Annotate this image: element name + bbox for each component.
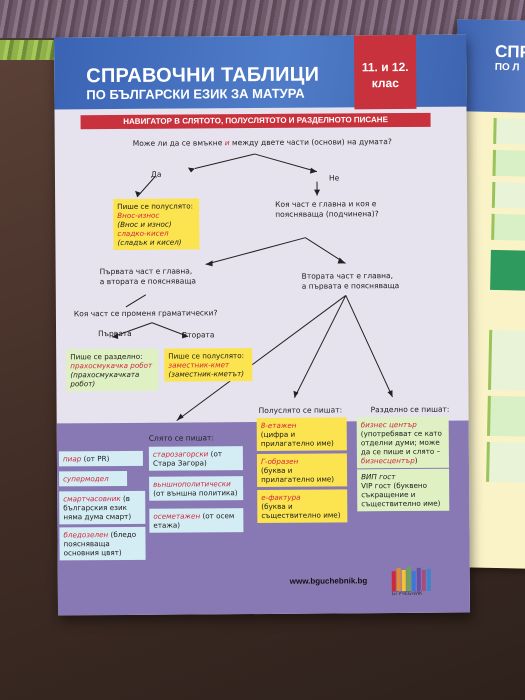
second-brochure-title2: ПО Л — [494, 61, 520, 74]
separate-item: бизнес център (употребяват се като отдел… — [356, 416, 450, 469]
second-branch-label: Втората — [182, 330, 215, 340]
publisher-logo-icon — [391, 566, 431, 592]
half-heading: Полуслято се пишат: — [258, 405, 343, 416]
arrow-no — [254, 153, 318, 173]
second-result-heading: Пише се полуслято: — [168, 351, 245, 361]
half-item-note: (буква и съществително име) — [261, 501, 341, 521]
merged-item-term: пиар — [62, 454, 82, 464]
second-brochure-strip — [490, 249, 525, 291]
arrow-second-main — [305, 237, 346, 264]
second-brochure-row — [493, 117, 525, 145]
main-question-part1: Може ли да се вмъкне — [132, 138, 225, 148]
footer-url: www.bguchebnik.bg — [289, 576, 368, 586]
merged-item: осеметажен (от осем етажа) — [149, 508, 244, 533]
merged-item: пиар (от PR) — [58, 450, 143, 467]
merged-item-note: (от PR) — [81, 454, 110, 464]
first-result-box: Пише се разделно: прахосмукачка робот (п… — [66, 348, 159, 392]
arrow-which-changes — [125, 294, 147, 308]
second-brochure-row — [487, 395, 525, 437]
which-question-line2: поясняваща (подчинена)? — [275, 209, 379, 219]
arrowhead — [205, 260, 213, 267]
arrow-separate — [345, 295, 393, 398]
arrowhead — [293, 390, 299, 398]
first-main-line1: Първата част е главна, — [99, 266, 193, 277]
yes-result-box: Пише се полуслято: Внос-износ (Внос и из… — [113, 198, 200, 251]
separate-item-note: (употребяват се като отделни думи; може … — [360, 428, 442, 457]
which-changes-question: Коя част се променя граматически? — [73, 308, 218, 319]
first-example-note2: робот) — [70, 379, 96, 389]
which-question-line1: Коя част е главна и коя е — [275, 199, 377, 209]
publisher-logo-text: БГУЧЕБНИК — [391, 590, 423, 598]
second-brochure-row — [492, 149, 525, 177]
half-item: е-фактура (буква и съществително име) — [257, 489, 348, 524]
main-question: Може ли да се вмъкне и между двете части… — [133, 137, 392, 149]
main-question-part2: между двете части (основи) на думата? — [229, 137, 392, 148]
arrow-merged — [176, 295, 347, 421]
merged-item-term: бледозелен — [63, 530, 109, 540]
arrowhead — [135, 190, 142, 197]
second-brochure-title1: СПР — [494, 41, 525, 62]
brochure-page: СПРАВОЧНИ ТАБЛИЦИ ПО БЪЛГАРСКИ ЕЗИК ЗА М… — [53, 34, 471, 616]
arrowhead — [314, 189, 321, 196]
merged-item-note: (от външна политика) — [153, 488, 238, 498]
which-question: Коя част е главна и коя е поясняваща (по… — [275, 199, 379, 220]
separate-item: ВИП гост VIP гост (буквено съкращение и … — [357, 468, 450, 512]
arrowhead — [112, 333, 119, 340]
separate-heading: Разделно се пишат: — [370, 404, 450, 415]
half-item: 8-етажен (цифра и прилагателно име) — [256, 417, 347, 452]
half-item-note: (буква и прилагателно име) — [260, 465, 335, 485]
separate-item-note: VIP гост (буквено съкращение и съществит… — [361, 480, 441, 509]
second-result-box: Пише се полуслято: заместник-кмет (замес… — [164, 348, 253, 382]
arrow-first-main — [205, 237, 306, 265]
second-main-line2: а първата е поясняваща — [301, 281, 400, 291]
merged-item-term: супермодел — [63, 474, 109, 484]
merged-item-term: смартчасовник — [63, 493, 121, 504]
answer-no: Не — [328, 173, 340, 183]
arrow-yes — [194, 153, 255, 169]
merged-heading: Слято се пишат: — [148, 433, 214, 443]
separate-item-close: ) — [414, 455, 418, 465]
answer-yes: Да — [150, 169, 162, 179]
second-brochure-row — [491, 181, 525, 209]
first-example: прахосмукачка робот — [70, 360, 153, 371]
second-brochure-row — [487, 329, 525, 391]
arrow-half — [294, 295, 347, 398]
yes-result-heading: Пише се полуслято: — [117, 201, 194, 212]
half-item: Г-образен (буква и прилагателно име) — [256, 453, 348, 488]
merged-item: старозагорски (от Стара Загора) — [148, 446, 244, 471]
second-main-line1: Втората част е главна, — [301, 271, 394, 281]
yes-example2-note: (сладък и кисел) — [117, 237, 182, 248]
merged-item: бледозелен (бледо поясняваща основния цв… — [59, 526, 146, 561]
arrowhead — [309, 167, 317, 174]
separate-item-alt: бизнесцентър — [360, 455, 415, 466]
arrowhead — [187, 167, 195, 173]
half-item-note: (цифра и прилагателно име) — [260, 429, 334, 449]
merged-item-term: осеметажен — [153, 511, 201, 521]
first-main-label: Първата част е главна, а втората е поясн… — [100, 266, 196, 287]
merged-item: смартчасовник (в българския език няма ду… — [59, 490, 146, 525]
arrowhead — [337, 257, 346, 264]
arrowhead — [182, 332, 189, 339]
first-main-line2: а втората е поясняваща — [99, 276, 197, 287]
merged-item: вьншнополитически (от външна политика) — [149, 476, 244, 501]
merged-item-term: старозагорски — [152, 449, 209, 459]
flowchart-connectors — [111, 153, 393, 421]
second-example-note: (заместник-кметът) — [168, 369, 245, 379]
merged-item: супермодел — [59, 470, 128, 487]
arrowhead — [176, 413, 184, 421]
arrow-first — [111, 322, 153, 338]
second-brochure-row — [491, 213, 525, 241]
second-main-label: Втората част е главна, а първата е поясн… — [302, 271, 400, 292]
knitted-fabric-purple — [0, 0, 525, 38]
separate-item-term: бизнес център — [360, 419, 417, 430]
second-brochure-row — [486, 441, 525, 483]
arrowhead — [387, 390, 393, 398]
first-branch-label: Първата — [98, 328, 132, 339]
